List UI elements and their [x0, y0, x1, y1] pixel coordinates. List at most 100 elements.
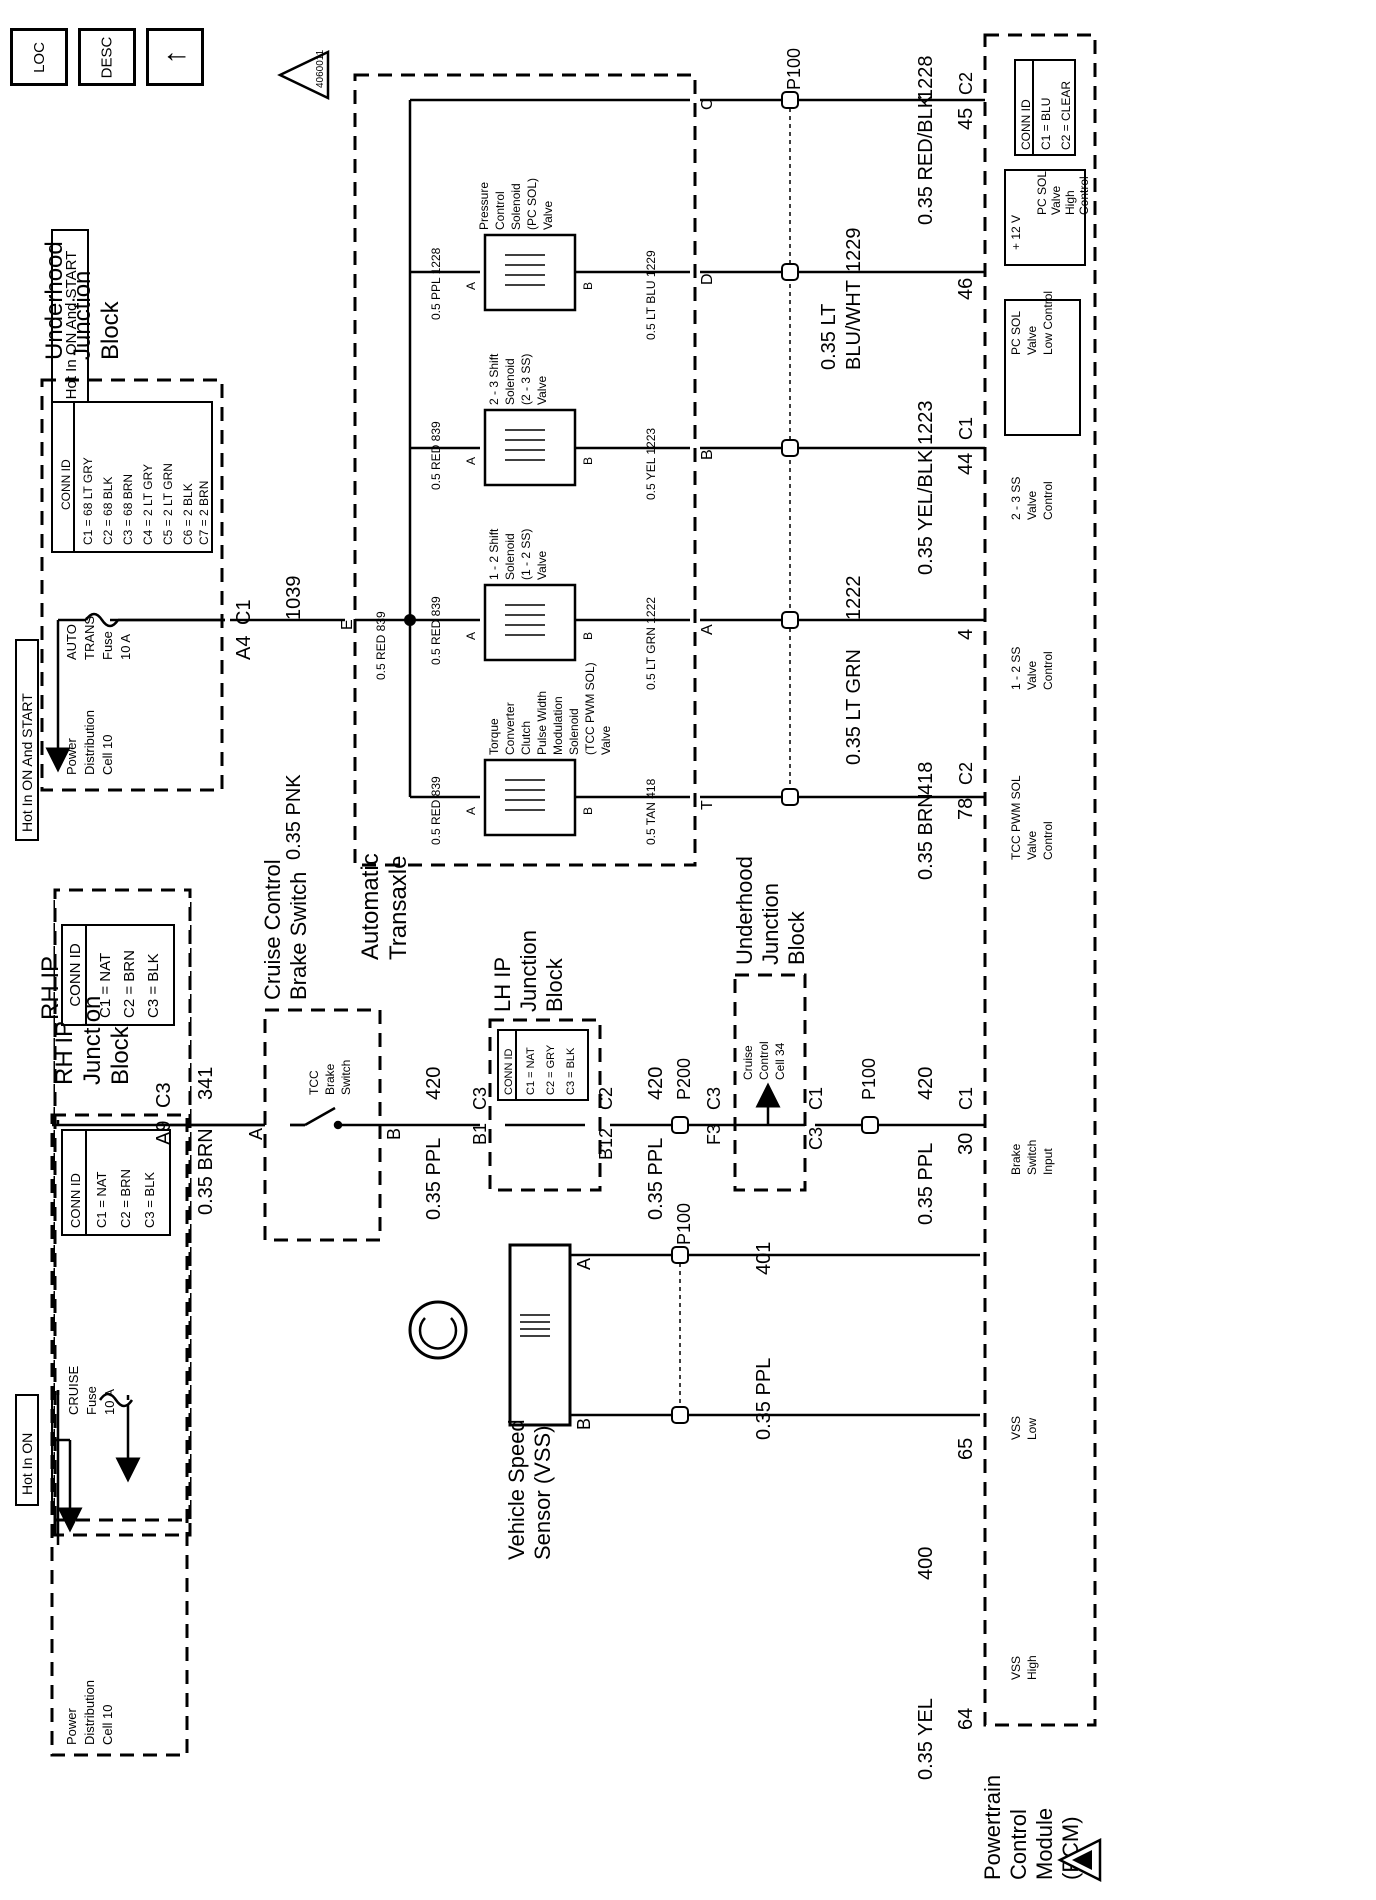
rh-ip-conn-c2: C2 = BRN	[118, 1169, 133, 1228]
pcm-w4-wire: 0.35 LT GRN	[843, 649, 865, 765]
sol-2-name-2: (2 - 3 SS)	[519, 354, 533, 405]
up-button[interactable]: ↑	[146, 28, 204, 86]
vss-title-1: Sensor (VSS)	[530, 1426, 555, 1561]
feed-e-wire: 0.5 RED 839	[374, 611, 388, 680]
pcm-w4-func-2: Control	[1041, 651, 1055, 690]
sol-1-name-1: Solenoid	[503, 533, 517, 580]
pcm-w7-func-1: Valve	[1049, 186, 1063, 215]
underhood-conn-box	[51, 401, 213, 553]
sol-0-pin-a: A	[464, 807, 478, 815]
pcm-w4-func-1: Valve	[1025, 661, 1039, 690]
left-c1: C1	[806, 1087, 826, 1110]
power-dist-2-c: Cell 10	[100, 735, 115, 775]
rh-ip-conn-1: C1 = NAT	[97, 953, 114, 1018]
pcm-pc-low-box	[1004, 299, 1081, 436]
underhood-conn-2: C2 = 68 BLK	[101, 477, 115, 545]
left-ppl-circuit2: 420	[645, 1067, 667, 1100]
sol-0-name-4: Modulation	[551, 696, 565, 755]
transaxle-dashed-box	[353, 73, 697, 867]
underhood2-box	[733, 973, 807, 1192]
underhood-conn-4: C4 = 2 LT GRY	[141, 464, 155, 545]
pcm-w7-circuit: 1228	[915, 56, 937, 101]
sol-3-name-1: Control	[493, 191, 507, 230]
auto-trans-fuse-b: TRANS	[82, 616, 97, 660]
pcm-w6-wire-0: 0.35 LT	[818, 304, 840, 370]
sol-1-pin-a: A	[464, 632, 478, 640]
sol-0-name-3: Pulse Width	[535, 691, 549, 755]
hot-on-start-text: Hot In ON And START	[19, 693, 35, 832]
rh-ip-conn-c3: C3 = BLK	[142, 1172, 157, 1228]
pcm-w5-circuit: 1223	[915, 401, 937, 446]
pcm-pc-high-box	[1004, 169, 1086, 266]
pcm-w5-func-0: 2 - 3 SS	[1009, 477, 1023, 520]
underhood2-title-1: Junction	[758, 883, 783, 965]
brake-switch-symbol	[290, 1106, 375, 1130]
sol-2-pin-a: A	[464, 457, 478, 465]
underhood2-title-0: Underhood	[732, 856, 757, 965]
inline-connectors	[671, 91, 879, 1424]
sol-2-out-wire: 0.5 YEL 1223	[644, 428, 658, 500]
pcm-w6-wire-1: BLU/WHT	[843, 280, 865, 370]
auto-trans-fuse-d: 10 A	[118, 634, 133, 660]
power-dist-1-c: Cell 10	[100, 1705, 115, 1745]
pcm-wire-labels: 0.35 YEL 400 64 VSS High 0.35 PPL 401 65…	[753, 56, 1091, 1781]
pcm-w1-pin: 65	[955, 1438, 977, 1460]
desc-button[interactable]: DESC	[78, 28, 136, 86]
rh-ip-conn-c1: C1 = NAT	[94, 1171, 109, 1228]
sol-0-name-6: (TCC PWM SOL)	[583, 662, 597, 755]
lh-ip-title-0: LH IP	[490, 957, 515, 1012]
sol-2-in-wire: 0.5 RED 839	[429, 421, 443, 490]
pcm-w0-func-1: High	[1025, 1655, 1039, 1680]
hot-on-start-label: Hot In ON And START	[63, 251, 80, 400]
cruise-cell-2: Cell 34	[773, 1042, 787, 1080]
sol-0-pin-b: B	[581, 807, 595, 815]
left-ppl-wire2: 0.35 PPL	[645, 1138, 667, 1220]
left-brn-wire: 0.35 BRN	[195, 1128, 217, 1215]
feed-e-conn: E	[339, 619, 356, 630]
vss-p100: P100	[674, 1203, 694, 1245]
pcm-w6-pin: 46	[955, 278, 977, 300]
pcm-w6-func-0: PC SOL	[1009, 311, 1023, 355]
sol-1-name-3: Valve	[535, 551, 549, 580]
sol-3-out-wire: 0.5 LT BLU 1229	[644, 250, 658, 340]
lh-ip-title-2: Block	[542, 957, 567, 1012]
pcm-w4-pin: 4	[955, 629, 977, 640]
pcm-w6-func-2: Low Control	[1041, 291, 1055, 355]
sol-0-in-wire: 0.5 RED 839	[429, 776, 443, 845]
sol-2-name-1: Solenoid	[503, 358, 517, 405]
left-p100: P100	[859, 1058, 879, 1100]
pcm-w0-func-0: VSS	[1009, 1656, 1023, 1680]
loc-button[interactable]: LOC	[10, 28, 68, 86]
pcm-conn-2: C2 = CLEAR	[1059, 81, 1073, 150]
lh-ip-title-1: Junction	[516, 930, 541, 1012]
cruise-cell-0: Cruise	[741, 1045, 755, 1080]
tcc-brake-switch-1: Brake	[323, 1063, 337, 1095]
pnk-c1: C1	[233, 599, 255, 625]
pnk-a4: A4	[233, 636, 255, 660]
cruise-cell-1: Control	[757, 1041, 771, 1080]
solenoid-1-2: 1 - 2 Shift Solenoid (1 - 2 SS) Valve 0.…	[429, 528, 716, 690]
pcm-w2-func-2: Input	[1041, 1148, 1055, 1175]
lh-ip-conn-3: C3 = BLK	[565, 1047, 577, 1095]
cruise-fuse-b: Fuse	[84, 1386, 99, 1415]
sol-1-pin-b: B	[581, 632, 595, 640]
rh-ip-conn-3: C3 = BLK	[145, 953, 162, 1018]
up-arrow-icon: ↑	[158, 49, 191, 65]
rh-ip-title-0: RH IP	[37, 956, 64, 1020]
desc-label: DESC	[98, 36, 116, 78]
rh-ip-dashed-box-screen	[50, 1113, 189, 1757]
main-wires	[52, 98, 985, 1417]
sol-2-name-3: Valve	[535, 376, 549, 405]
pcm-conn-box	[1014, 59, 1076, 156]
cruise-switch-title-0: Cruise Control	[260, 859, 285, 1000]
sol-0-conn: T	[699, 800, 716, 810]
page-tag: 4060011	[277, 49, 330, 100]
lh-ip-conn-1: C1 = NAT	[525, 1047, 537, 1095]
tcc-brake-switch-0: TCC	[307, 1070, 321, 1095]
sol-1-name-2: (1 - 2 SS)	[519, 529, 533, 580]
sol-1-name-0: 1 - 2 Shift	[487, 528, 501, 580]
solenoid-2-3: 2 - 3 Shift Solenoid (2 - 3 SS) Valve 0.…	[429, 353, 716, 500]
underhood-conn-1: C1 = 68 LT GRY	[81, 457, 95, 545]
pcm-w7-pin: 45	[955, 108, 977, 130]
